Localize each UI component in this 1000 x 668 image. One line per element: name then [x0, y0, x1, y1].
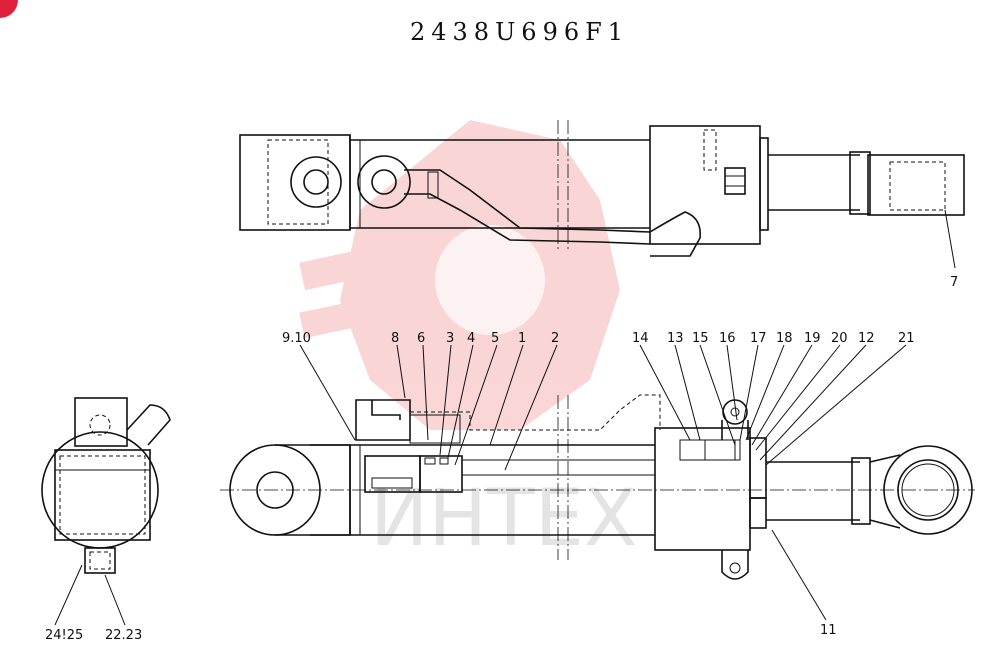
callout-8: 8: [391, 331, 399, 346]
section-view-cylinder: [220, 394, 975, 580]
callout-19: 19: [804, 331, 821, 346]
callout-12: 12: [858, 331, 875, 346]
callout-2: 2: [551, 331, 559, 346]
section-leaders: [299, 344, 907, 621]
callout-14: 14: [632, 331, 649, 346]
callout-20: 20: [831, 331, 848, 346]
callout-22-23: 22.23: [105, 628, 142, 643]
callout-1: 1: [518, 331, 526, 346]
callout-13: 13: [667, 331, 684, 346]
top-view-cylinder: [239, 120, 965, 269]
callout-3: 3: [446, 331, 454, 346]
callout-16: 16: [719, 331, 736, 346]
drawing-number: 2438U696F1: [410, 18, 629, 46]
callout-15: 15: [692, 331, 709, 346]
corner-badge: [0, 0, 18, 18]
callout-6: 6: [417, 331, 425, 346]
callout-4: 4: [467, 331, 475, 346]
end-view: [41, 397, 171, 626]
callout-7: 7: [950, 275, 958, 290]
callout-18: 18: [776, 331, 793, 346]
watermark-text: ИНТЕХ: [370, 474, 637, 564]
callout-5: 5: [491, 331, 499, 346]
callout-17: 17: [750, 331, 767, 346]
callout-21: 21: [898, 331, 915, 346]
watermark-logo: [299, 120, 620, 430]
callout-24-25: 24!25: [45, 628, 83, 643]
callout-11: 11: [820, 623, 837, 638]
callout-9-10: 9.10: [282, 331, 311, 346]
